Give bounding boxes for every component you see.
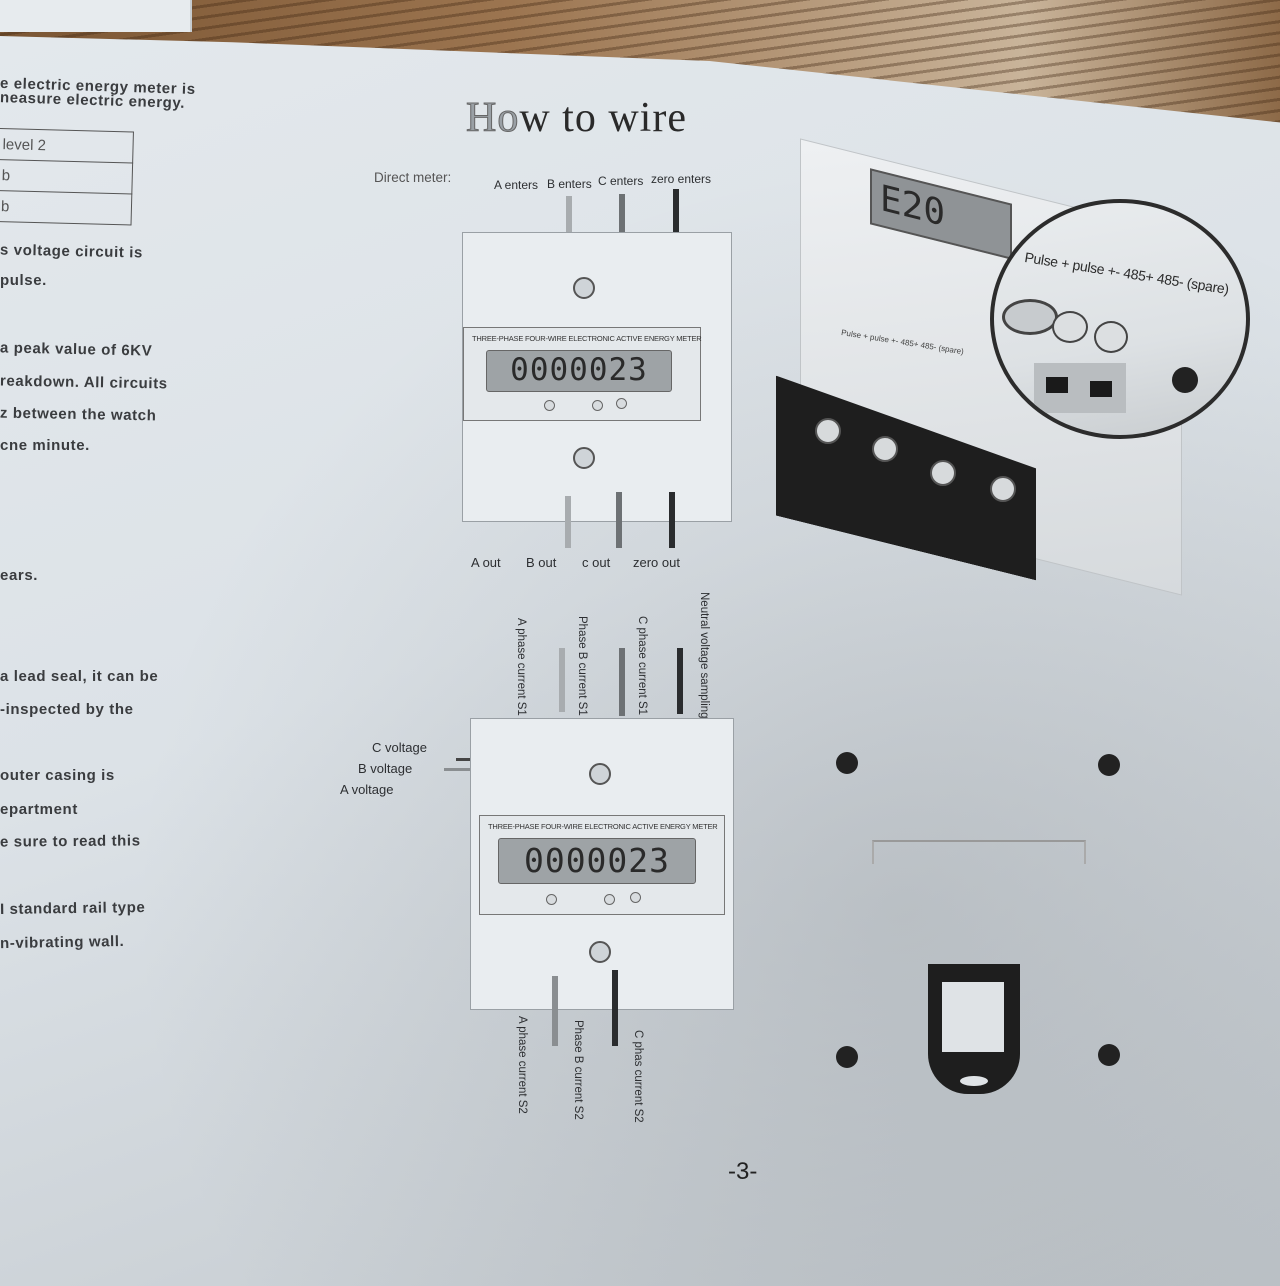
wire-c-out [616, 492, 622, 548]
label-neutral-sampling: Neutral voltage sampling [698, 592, 710, 719]
terminal-screw-icon [573, 447, 595, 469]
terminal-screw-icon [930, 460, 956, 486]
label-c-phase-s2: C phas current S2 [632, 1030, 644, 1123]
underlying-page-edge [0, 0, 192, 32]
paragraph-line: reakdown. All circuits [0, 372, 168, 393]
wire-neutral [677, 648, 683, 714]
direct-meter-diagram: THREE-PHASE FOUR-WIRE ELECTRONIC ACTIVE … [462, 232, 732, 522]
meter-front-panel: THREE-PHASE FOUR-WIRE ELECTRONIC ACTIVE … [463, 327, 702, 421]
input-label-a: A enters [494, 178, 539, 192]
meter-front-panel: THREE-PHASE FOUR-WIRE ELECTRONIC ACTIVE … [479, 815, 725, 915]
paragraph-line: outer casing is [0, 767, 115, 784]
spec-cell: b [0, 190, 132, 226]
paragraph-line: ears. [0, 567, 39, 584]
mounting-hole-icon [1098, 1044, 1120, 1066]
label-a-phase-s1: A phase current S1 [515, 618, 527, 716]
output-label-c: c out [582, 555, 611, 570]
paragraph-line: a peak value of 6KV [0, 339, 153, 360]
clip-spring-window [942, 982, 1004, 1052]
label-c-voltage: C voltage [372, 740, 427, 755]
spec-cell: b [0, 159, 133, 195]
manual-page: e electric energy meter is neasure elect… [0, 36, 1280, 1286]
paragraph-line: z between the watch [0, 404, 157, 425]
din-rail-slot [872, 840, 1086, 864]
terminal-screw-icon [872, 436, 898, 462]
output-label-a: A out [471, 555, 501, 570]
output-label-b: B out [526, 555, 557, 570]
input-label-c: C enters [598, 174, 644, 188]
label-a-phase-s2: A phase current S2 [516, 1016, 528, 1114]
meter-back-view-diagram [828, 736, 1128, 1096]
terminal-socket [1034, 363, 1126, 413]
magnifier-callout: Pulse + pulse +- 485+ 485- (spare) [990, 199, 1250, 439]
page-number: -3- [728, 1158, 758, 1185]
wire-b-out [565, 496, 571, 548]
paragraph-line: e sure to read this [0, 832, 141, 851]
terminal-screw-icon [815, 418, 841, 444]
label-c-phase-s1: C phase current S1 [636, 616, 648, 716]
wire-b-s1 [559, 648, 565, 712]
paragraph-line: I standard rail type [0, 898, 146, 919]
terminal-screw-icon [589, 941, 611, 963]
paragraph-line: a lead seal, it can be [0, 668, 159, 685]
magnifier-label: Pulse + pulse +- 485+ 485- (spare) [1023, 249, 1231, 298]
spec-table: level 2 b b [0, 128, 134, 226]
rail-clip [928, 964, 1020, 1094]
wire-b-in [619, 194, 625, 248]
wire-c-s1 [619, 648, 625, 716]
wire-a-in [566, 196, 572, 248]
lcd-display: 0000023 [498, 838, 696, 884]
label-b-phase-s1: Phase B current S1 [576, 616, 588, 716]
paragraph-line: pulse. [0, 272, 47, 289]
led-icon [544, 400, 555, 411]
led-icon [604, 894, 615, 905]
wire-c-s2 [612, 970, 618, 1046]
paragraph-line: -inspected by the [0, 701, 134, 718]
terminal-screw-icon [1052, 311, 1088, 343]
led-icon [592, 400, 603, 411]
input-label-b: B enters [547, 177, 592, 191]
clip-release-slot [960, 1076, 988, 1086]
wire-zero-in [673, 189, 679, 247]
label-b-phase-s2: Phase B current S2 [572, 1020, 584, 1120]
terminal-screw-icon [589, 763, 611, 785]
direct-meter-heading: Direct meter: [374, 170, 452, 185]
led-icon [546, 894, 557, 905]
terminal-screw-icon [990, 476, 1016, 502]
meter-panel-label: THREE-PHASE FOUR-WIRE ELECTRONIC ACTIVE … [472, 334, 702, 343]
led-icon [1172, 367, 1198, 393]
led-icon [630, 892, 641, 903]
led-icon [616, 398, 627, 409]
label-b-voltage: B voltage [358, 761, 413, 776]
mounting-hole-icon [836, 1046, 858, 1068]
paragraph-line: cne minute. [0, 437, 90, 454]
input-label-zero: zero enters [651, 172, 712, 186]
spec-cell: level 2 [0, 128, 134, 164]
mounting-hole-icon [836, 752, 858, 774]
paragraph-line: n-vibrating wall. [0, 932, 125, 953]
paragraph-line: epartment [0, 801, 78, 818]
meter-panel-label: THREE-PHASE FOUR-WIRE ELECTRONIC ACTIVE … [488, 822, 718, 831]
terminal-screw-icon [573, 277, 595, 299]
transformer-meter-diagram: THREE-PHASE FOUR-WIRE ELECTRONIC ACTIVE … [470, 718, 734, 1010]
title-rest: w to wire [519, 95, 687, 141]
mounting-hole-icon [1098, 754, 1120, 776]
page-title: How to wire [465, 94, 687, 142]
paragraph-line: s voltage circuit is [0, 241, 144, 262]
wire-b-s2 [552, 976, 558, 1046]
output-label-zero: zero out [633, 555, 680, 570]
label-a-voltage: A voltage [340, 782, 394, 797]
lcd-display: 0000023 [486, 350, 672, 392]
title-initial: Ho [465, 95, 520, 142]
wire-zero-out [669, 492, 675, 548]
terminal-screw-icon [1094, 321, 1128, 353]
terminal-screw-icon [1002, 299, 1058, 335]
